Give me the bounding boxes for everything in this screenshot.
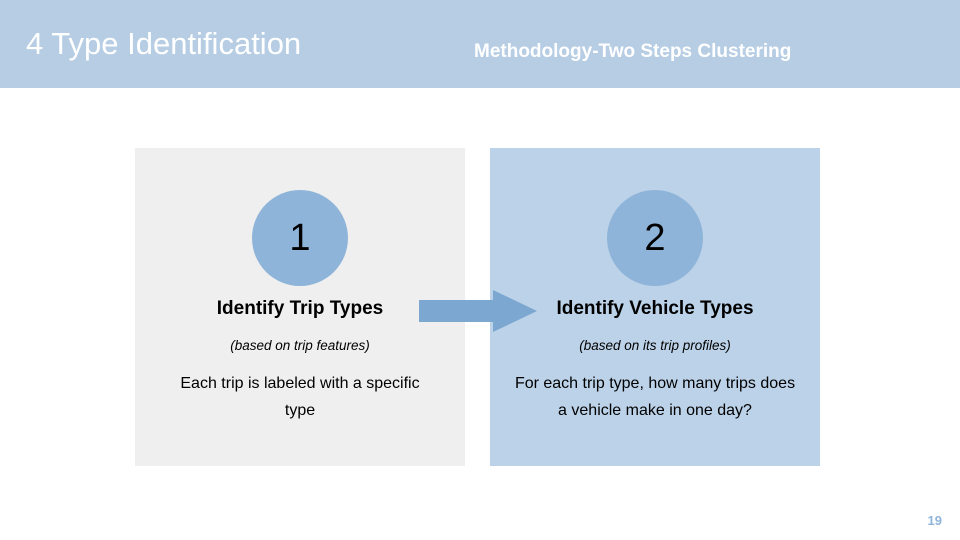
step-heading-2: Identify Vehicle Types (556, 298, 754, 319)
right-arrow-icon (419, 290, 537, 332)
step-panel-2: 2 Identify Vehicle Types (based on its t… (490, 148, 820, 466)
step-number-badge-1: 1 (252, 190, 348, 286)
slide-header-band (0, 0, 960, 88)
page-subtitle: Methodology-Two Steps Clustering (474, 41, 792, 62)
step-body-1: Each trip is labeled with a specific typ… (180, 375, 420, 419)
step-number-badge-2: 2 (607, 190, 703, 286)
page-title: 4 Type Identification (26, 26, 302, 61)
step-body-2: For each trip type, how many trips does … (514, 375, 796, 419)
step-subtext-2: (based on its trip profiles) (579, 338, 731, 353)
step-subtext-1: (based on trip features) (230, 338, 370, 353)
step-panel-1: 1 Identify Trip Types (based on trip fea… (135, 148, 465, 466)
page-number: 19 (927, 513, 942, 528)
step-heading-1: Identify Trip Types (216, 298, 384, 319)
